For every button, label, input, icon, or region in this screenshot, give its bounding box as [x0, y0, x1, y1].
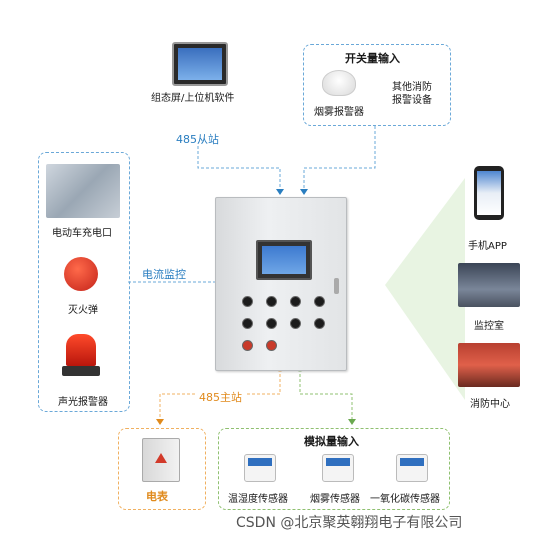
- phone-app-photo: [474, 166, 504, 220]
- sound-light-label: 声光报警器: [58, 397, 108, 408]
- red-button: [266, 340, 277, 351]
- watermark: CSDN @北京聚英翱翔电子有限公司: [236, 515, 463, 531]
- phone-app-label: 手机APP: [468, 241, 507, 252]
- meter-box-icon: [142, 438, 180, 482]
- monitor-room-label: 监控室: [474, 321, 504, 332]
- analog-input-group: [218, 428, 450, 510]
- switch-input-title: 开关量输入: [345, 52, 400, 65]
- knob: [242, 296, 253, 307]
- current-monitor-label: 电流监控: [142, 268, 186, 281]
- smoke-sensor-icon: [322, 454, 354, 482]
- knob: [266, 318, 277, 329]
- ev-charger-label: 电动车充电口: [52, 228, 112, 239]
- cabinet-handle: [334, 278, 339, 294]
- hmi-label: 组态屏/上位机软件: [151, 93, 235, 104]
- knob: [290, 318, 301, 329]
- smoke-detector-icon: [322, 70, 356, 96]
- fire-extinguisher-ball-icon: [64, 257, 98, 291]
- knob: [314, 318, 325, 329]
- monitor-room-photo: [458, 263, 520, 307]
- ev-charger-photo: [46, 164, 120, 218]
- left-device-group: [38, 152, 130, 412]
- temp-humid-sensor-icon: [244, 454, 276, 482]
- switch-input-group: [303, 44, 451, 126]
- knob: [242, 318, 253, 329]
- cabinet-screen: [256, 240, 312, 280]
- co-sensor-label: 一氧化碳传感器: [370, 494, 440, 505]
- temp-humid-label: 温湿度传感器: [228, 494, 288, 505]
- fire-center-photo: [458, 343, 520, 387]
- sound-light-alarm-icon: [66, 334, 96, 366]
- analog-input-title: 模拟量输入: [304, 435, 359, 448]
- knob: [314, 296, 325, 307]
- slave485-label: 485从站: [176, 133, 219, 146]
- extinguisher-label: 灭火弹: [68, 305, 98, 316]
- other-fire-label: 其他消防报警设备: [392, 82, 432, 106]
- knob: [266, 296, 277, 307]
- co-sensor-icon: [396, 454, 428, 482]
- hmi-screen-device: [172, 42, 228, 86]
- control-cabinet: [215, 197, 347, 371]
- master485-label: 485主站: [196, 389, 245, 405]
- alarm-base: [62, 366, 100, 376]
- meter-label: 电表: [146, 490, 168, 503]
- fire-center-label: 消防中心: [470, 399, 510, 410]
- smoke-alarm-top-label: 烟雾报警器: [314, 107, 364, 118]
- meter-group: [118, 428, 206, 510]
- red-button: [242, 340, 253, 351]
- knob: [290, 296, 301, 307]
- smoke-sensor-label: 烟雾传感器: [310, 494, 360, 505]
